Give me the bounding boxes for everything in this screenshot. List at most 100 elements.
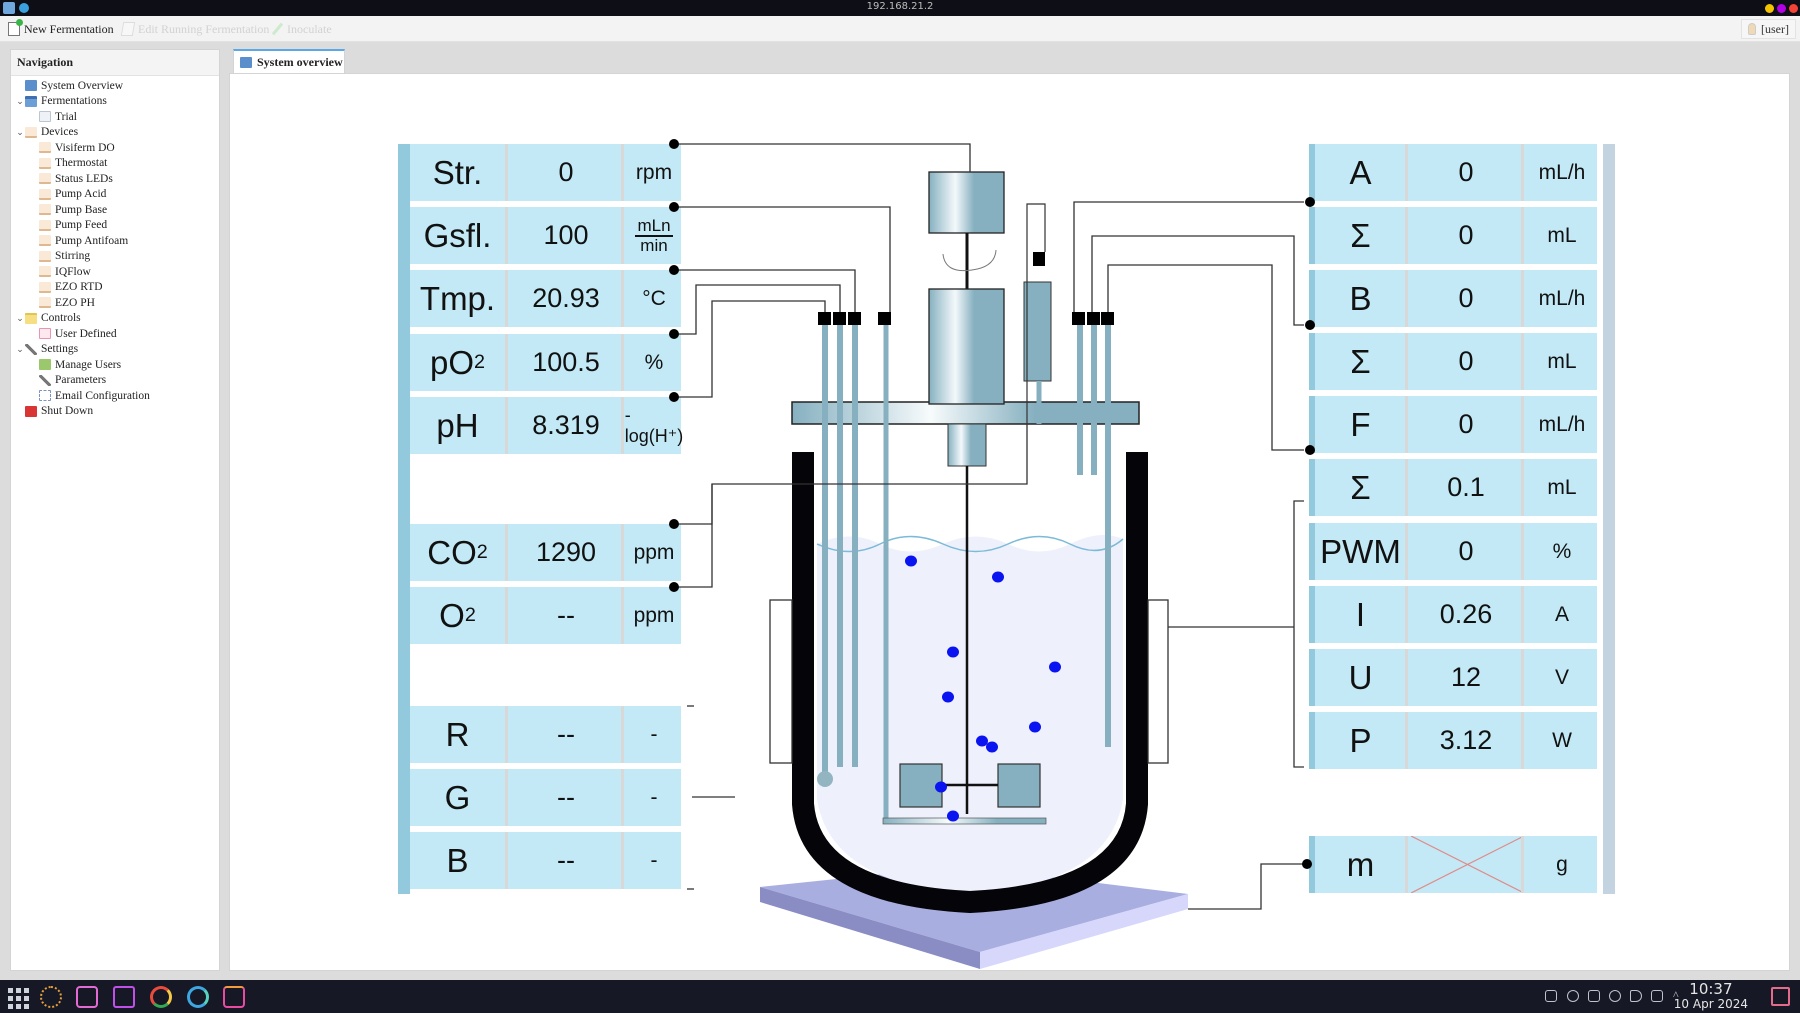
reading-value: -- <box>511 706 624 763</box>
navigation-panel: Navigation System Overview⌄Fermentations… <box>10 49 220 971</box>
clock[interactable]: 10:37 10 Apr 2024 <box>1674 981 1748 1011</box>
edit-running-fermentation-button[interactable]: Edit Running Fermentation <box>120 20 269 38</box>
app-launcher-icon[interactable] <box>6 986 29 1009</box>
reading-unit: V <box>1554 665 1569 689</box>
nav-item-stirring[interactable]: Stirring <box>11 249 219 265</box>
wire-acid <box>1073 201 1304 312</box>
heater-bracket <box>1293 500 1304 768</box>
taskbar: ^ 10:37 10 Apr 2024 <box>0 980 1800 1013</box>
nav-item-parameters[interactable]: Parameters <box>11 373 219 389</box>
nav-item-label: Pump Antifoam <box>55 234 129 247</box>
nav-item-trial[interactable]: Trial <box>11 109 219 125</box>
nav-item-pump-antifoam[interactable]: Pump Antifoam <box>11 233 219 249</box>
nav-item-label: Email Configuration <box>55 389 150 402</box>
nav-item-user-defined[interactable]: User Defined <box>11 326 219 342</box>
nav-item-thermostat[interactable]: Thermostat <box>11 156 219 172</box>
reading-value: 0 <box>1411 523 1524 580</box>
network-icon[interactable] <box>1651 990 1663 1002</box>
close-button[interactable] <box>1789 4 1798 13</box>
chromium-icon[interactable] <box>187 986 209 1008</box>
box-stripe <box>398 270 410 327</box>
nav-item-fermentations[interactable]: ⌄Fermentations <box>11 94 219 110</box>
chrome-icon[interactable] <box>150 986 172 1008</box>
update-icon[interactable] <box>1567 990 1579 1002</box>
sparger-ring <box>882 817 1047 825</box>
wiring <box>674 143 1304 910</box>
maximize-button[interactable] <box>1777 4 1786 13</box>
reading-value: 1290 <box>511 524 624 581</box>
reading-tmp: Tmp.20.93°C <box>398 270 681 327</box>
reading-label-text: B <box>446 841 469 879</box>
new-fermentation-button[interactable]: New Fermentation <box>8 19 114 38</box>
nav-item-label: Controls <box>41 312 81 325</box>
reading-unit: mL/h <box>1538 412 1586 436</box>
motor-top <box>928 171 1005 234</box>
nav-item-pump-acid[interactable]: Pump Acid <box>11 187 219 203</box>
stand-left <box>760 887 980 969</box>
expand-chevron-icon[interactable]: ⌄ <box>16 126 24 137</box>
nav-item-settings[interactable]: ⌄Settings <box>11 342 219 358</box>
reading-label: PWM <box>1316 523 1408 580</box>
settings-icon[interactable] <box>40 986 62 1008</box>
level-sensor-body <box>1023 281 1052 382</box>
reading-value <box>1411 836 1524 893</box>
reading-label-text: O <box>439 596 465 634</box>
reading-label: B <box>1316 270 1408 327</box>
clock-date: 10 Apr 2024 <box>1673 997 1748 1011</box>
notification-icon[interactable] <box>1545 990 1557 1002</box>
reading-value: -- <box>511 769 624 826</box>
clipboard-icon[interactable] <box>1588 990 1600 1002</box>
nav-item-status-leds[interactable]: Status LEDs <box>11 171 219 187</box>
reading-label: I <box>1316 586 1408 643</box>
nav-item-controls[interactable]: ⌄ Controls <box>11 311 219 327</box>
box-stripe <box>398 706 410 763</box>
nav-item-shut-down[interactable]: Shut Down <box>11 404 219 420</box>
show-desktop-icon[interactable] <box>1771 987 1790 1006</box>
inoculate-button[interactable]: Inoculate <box>271 20 332 38</box>
wire-ph <box>674 300 826 398</box>
user-menu-button[interactable]: [user] <box>1741 19 1796 39</box>
expand-tray-icon[interactable]: ^ <box>1673 988 1679 1002</box>
window-title: 192.168.21.2 <box>866 1 934 12</box>
media-icon[interactable] <box>1609 990 1621 1002</box>
nav-item-manage-users[interactable]: Manage Users <box>11 357 219 373</box>
nav-item-label: Trial <box>55 110 77 123</box>
device-icon <box>39 204 51 216</box>
nav-item-label: EZO PH <box>55 296 95 309</box>
box-stripe <box>1309 712 1315 769</box>
reading-label-text: PWM <box>1320 532 1401 570</box>
nav-item-iqflow[interactable]: IQFlow <box>11 264 219 280</box>
files-icon[interactable] <box>113 986 135 1008</box>
wire-junctions <box>669 139 1315 869</box>
box-stripe <box>1309 836 1315 893</box>
terminal-icon[interactable] <box>223 986 245 1008</box>
nav-item-system-overview[interactable]: System Overview <box>11 78 219 94</box>
nav-item-visiferm-do[interactable]: Visiferm DO <box>11 140 219 156</box>
box-stripe <box>1309 333 1315 390</box>
nav-item-email-configuration[interactable]: Email Configuration <box>11 388 219 404</box>
reading-label-subscript: 2 <box>474 351 486 373</box>
expand-chevron-icon[interactable]: ⌄ <box>16 343 24 354</box>
nav-item-ezo-ph[interactable]: EZO PH <box>11 295 219 311</box>
nav-item-label: User Defined <box>55 327 117 340</box>
download-icon[interactable] <box>76 986 98 1008</box>
expand-chevron-icon[interactable]: ⌄ <box>16 312 24 323</box>
nav-item-pump-feed[interactable]: Pump Feed <box>11 218 219 234</box>
user-label: [user] <box>1761 21 1789 36</box>
stand-top <box>760 866 1188 952</box>
nav-item-ezo-rtd[interactable]: EZO RTD <box>11 280 219 296</box>
unit-numerator: mLn <box>635 215 673 237</box>
nav-item-devices[interactable]: ⌄Devices <box>11 125 219 141</box>
tab-system-overview[interactable]: System overview <box>233 49 345 73</box>
reading-unit: W <box>1552 728 1572 752</box>
reading-label-subscript: 2 <box>464 604 476 626</box>
expand-chevron-icon[interactable]: ⌄ <box>16 95 24 106</box>
minimize-button[interactable] <box>1765 4 1774 13</box>
reading-unit: % <box>644 350 664 374</box>
reading-label-text: U <box>1348 658 1373 696</box>
nav-item-pump-base[interactable]: Pump Base <box>11 202 219 218</box>
volume-icon[interactable] <box>1630 990 1642 1002</box>
